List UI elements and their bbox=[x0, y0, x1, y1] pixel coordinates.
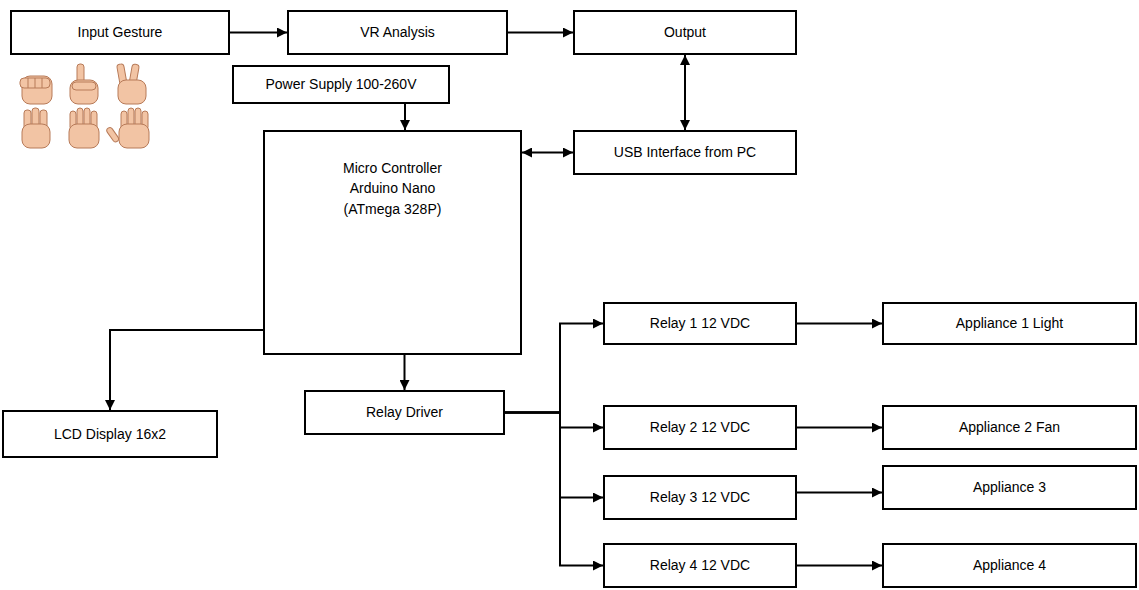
arrow-connector bbox=[797, 427, 882, 429]
arrow-connector bbox=[797, 323, 882, 325]
box-label: Relay 2 12 VDC bbox=[650, 417, 750, 437]
hand-three bbox=[22, 108, 50, 148]
box-label: Output bbox=[664, 22, 706, 42]
relay-box: Relay 1 12 VDC bbox=[603, 302, 797, 345]
box-label: Relay Driver bbox=[366, 402, 443, 422]
arrow-connector bbox=[505, 413, 603, 428]
arrow-connector bbox=[797, 492, 882, 494]
arrow-connector bbox=[684, 55, 686, 130]
arrow-connector bbox=[404, 355, 406, 390]
hand-two bbox=[117, 64, 146, 104]
relay-box: Relay 4 12 VDC bbox=[603, 543, 797, 588]
box-label: USB Interface from PC bbox=[614, 142, 756, 162]
arrow-connector bbox=[797, 565, 882, 567]
box-label: Input Gesture bbox=[78, 22, 163, 42]
hand-four bbox=[69, 108, 99, 148]
arrow-connector bbox=[505, 413, 603, 498]
box-label: Appliance 4 bbox=[973, 555, 1046, 575]
box-label: LCD Display 16x2 bbox=[54, 424, 166, 444]
appliance-box: Appliance 4 bbox=[882, 543, 1137, 588]
controller-box: Micro Controller Arduino Nano (ATmega 32… bbox=[263, 130, 522, 355]
hand-five bbox=[106, 108, 149, 148]
hand-one bbox=[70, 64, 98, 104]
appliance-box: Appliance 2 Fan bbox=[882, 405, 1137, 450]
arrow-connector bbox=[508, 32, 573, 34]
appliance-box: Appliance 3 bbox=[882, 465, 1137, 510]
box-label: Appliance 2 Fan bbox=[959, 417, 1060, 437]
hand-fist bbox=[20, 76, 52, 104]
gesture-box: Input Gesture bbox=[10, 10, 230, 55]
lcd-box: LCD Display 16x2 bbox=[2, 410, 218, 458]
box-label: Relay 1 12 VDC bbox=[650, 313, 750, 333]
box-label: Appliance 1 Light bbox=[956, 313, 1063, 333]
arrow-connector bbox=[505, 413, 603, 566]
analysis-box: VR Analysis bbox=[287, 10, 508, 55]
box-label: Power Supply 100-260V bbox=[266, 74, 417, 94]
output-box: Output bbox=[573, 10, 797, 55]
power-box: Power Supply 100-260V bbox=[232, 65, 450, 104]
box-label: Relay 4 12 VDC bbox=[650, 555, 750, 575]
arrow-connector bbox=[110, 330, 263, 410]
arrow-connector bbox=[404, 104, 406, 130]
box-label: Micro Controller Arduino Nano (ATmega 32… bbox=[323, 158, 463, 219]
box-label: Relay 3 12 VDC bbox=[650, 487, 750, 507]
relay-box: Relay 3 12 VDC bbox=[603, 475, 797, 520]
arrow-connector bbox=[230, 32, 287, 34]
driver-box: Relay Driver bbox=[304, 390, 505, 435]
appliance-box: Appliance 1 Light bbox=[882, 302, 1137, 345]
box-label: Appliance 3 bbox=[973, 477, 1046, 497]
relay-box: Relay 2 12 VDC bbox=[603, 405, 797, 450]
usb-box: USB Interface from PC bbox=[573, 130, 797, 175]
box-label: VR Analysis bbox=[360, 22, 435, 42]
arrow-connector bbox=[522, 152, 573, 154]
